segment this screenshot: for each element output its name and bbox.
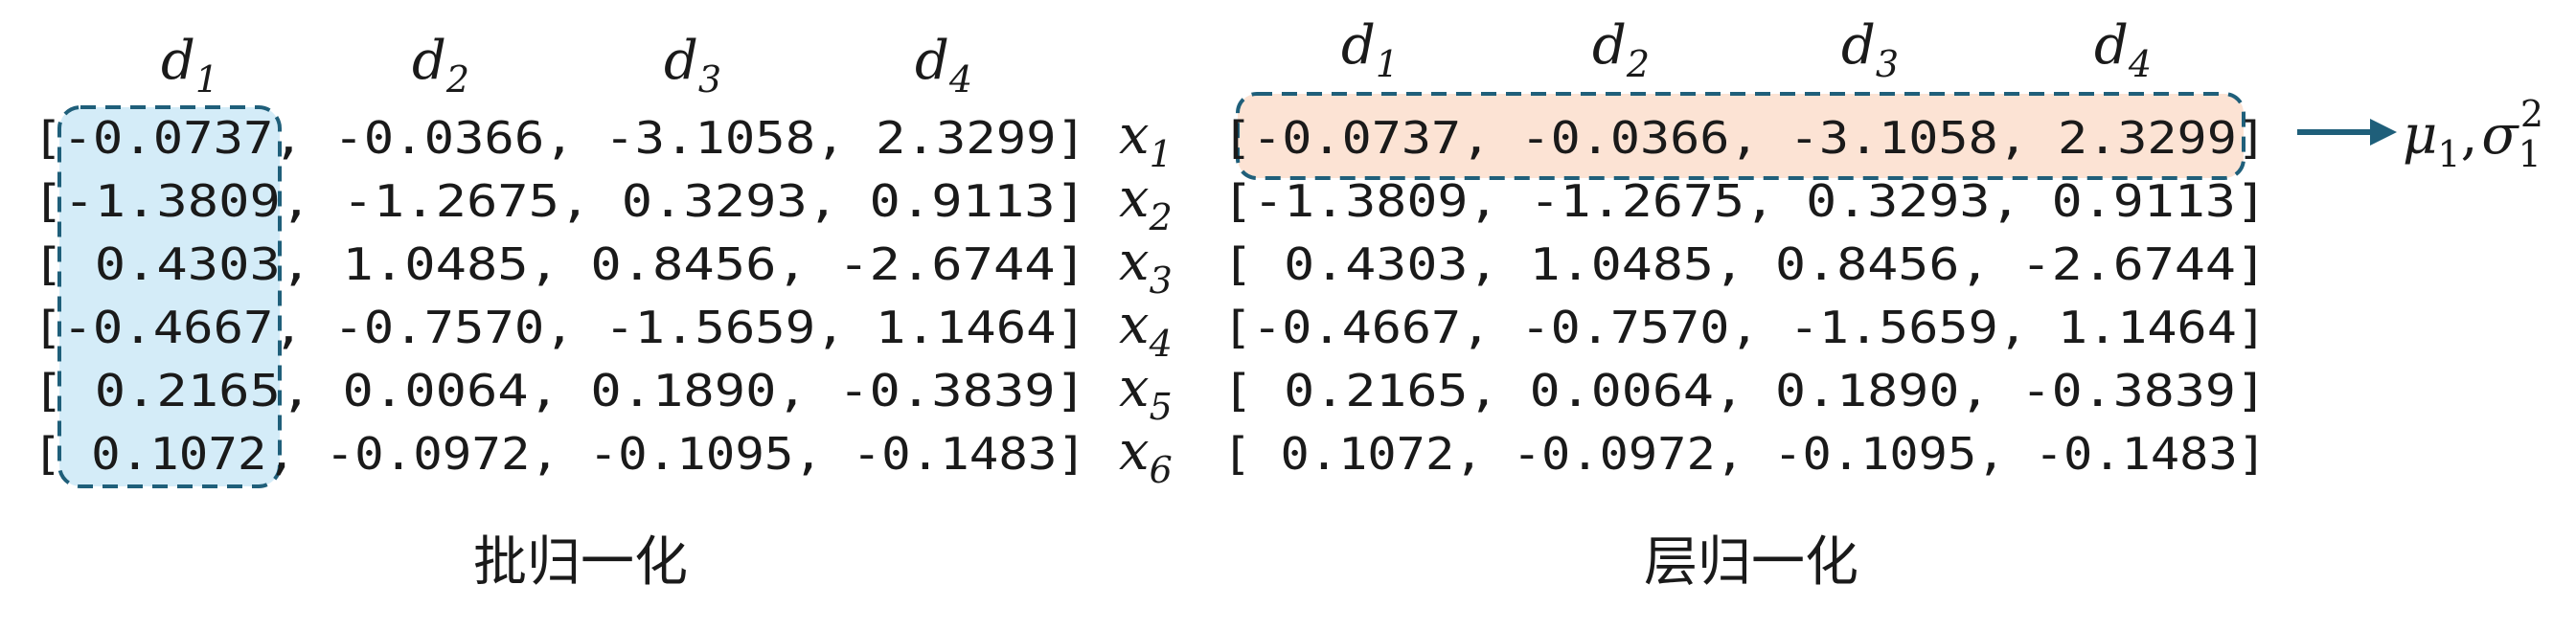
layer-header-d4: d4: [2094, 14, 2152, 85]
row-label-x4: x4: [1119, 294, 1173, 365]
layer-matrix-row: [-0.4667, -0.7570, -1.5659, 1.1464]: [1222, 302, 2267, 353]
layer-norm-matrix: [-0.0737, -0.0366, -3.1058, 2.3299] [-1.…: [1222, 112, 2267, 480]
batch-header-d1: d1: [161, 30, 218, 101]
batch-norm-column-highlight: [57, 105, 282, 488]
batch-norm-column-headers: d1 d2 d3 d4: [161, 30, 972, 101]
layer-norm-column-headers: d1 d2 d3 d4: [1341, 14, 2152, 85]
batch-matrix-row: [-0.4667, -0.7570, -1.5659, 1.1464]: [33, 302, 1086, 353]
output-statistics: μ1,σ12: [2403, 93, 2543, 175]
batch-header-d2: d2: [412, 30, 469, 101]
layer-norm-row-highlight: [1236, 92, 2245, 180]
batch-matrix-row: [-1.3809, -1.2675, 0.3293, 0.9113]: [33, 175, 1086, 227]
layer-matrix-row: [ 0.1072, -0.0972, -0.1095, -0.1483]: [1222, 428, 2267, 480]
layer-header-d2: d2: [1592, 14, 1650, 85]
layer-norm-caption: 层归一化: [1644, 531, 1858, 594]
row-label-x6: x6: [1119, 420, 1173, 491]
layer-matrix-row: [-1.3809, -1.2675, 0.3293, 0.9113]: [1222, 175, 2267, 227]
layer-matrix-row: [ 0.4303, 1.0485, 0.8456, -2.6744]: [1222, 238, 2267, 290]
batch-norm-matrix: [-0.0737, -0.0366, -3.1058, 2.3299] [-1.…: [33, 112, 1086, 480]
batch-header-d4: d4: [915, 30, 972, 101]
batch-norm-caption: 批归一化: [473, 531, 688, 594]
arrow-icon: [2297, 119, 2397, 146]
layer-header-d1: d1: [1341, 14, 1399, 85]
row-label-x1: x1: [1119, 104, 1173, 175]
layer-matrix-row: [-0.0737, -0.0366, -3.1058, 2.3299]: [1222, 112, 2267, 164]
row-labels: x1 x2 x3 x4 x5 x6: [1119, 104, 1173, 491]
batch-matrix-row: [ 0.2165, 0.0064, 0.1890, -0.3839]: [33, 365, 1086, 416]
row-label-x3: x3: [1119, 231, 1173, 302]
batch-matrix-row: [-0.0737, -0.0366, -3.1058, 2.3299]: [33, 112, 1086, 164]
batch-matrix-row: [ 0.4303, 1.0485, 0.8456, -2.6744]: [33, 238, 1086, 290]
row-label-x2: x2: [1119, 168, 1173, 238]
layer-header-d3: d3: [1841, 14, 1899, 85]
batch-matrix-row: [ 0.1072, -0.0972, -0.1095, -0.1483]: [33, 428, 1086, 480]
layer-matrix-row: [ 0.2165, 0.0064, 0.1890, -0.3839]: [1222, 365, 2267, 416]
row-label-x5: x5: [1119, 357, 1173, 428]
batch-header-d3: d3: [664, 30, 721, 101]
